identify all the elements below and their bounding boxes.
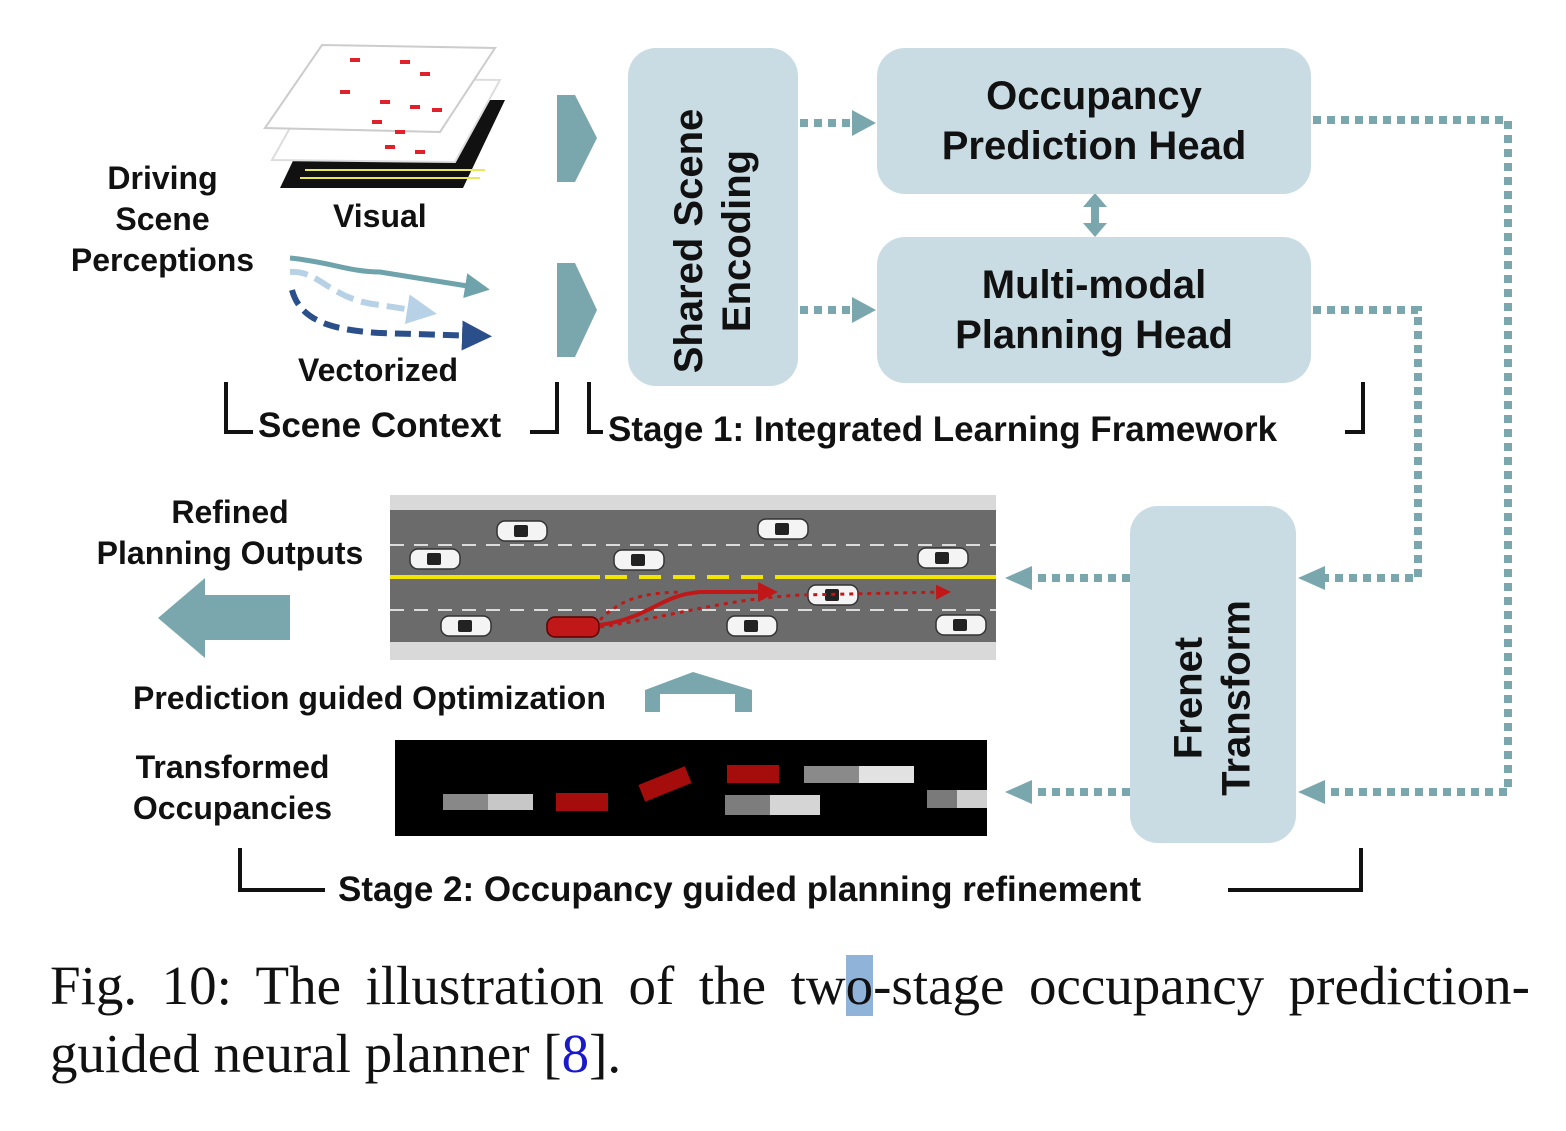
refined-planning-outputs-label: Refined Planning Outputs <box>85 492 375 574</box>
refined-line2: Planning Outputs <box>96 535 364 571</box>
dsp-line2: Scene <box>115 201 210 237</box>
stage2-bracket <box>238 848 1363 892</box>
dsp-line3: Perceptions <box>70 242 255 278</box>
caption-highlight: o <box>845 955 874 1016</box>
citation-link[interactable]: 8 <box>561 1023 590 1084</box>
transformed-occupancies-label: Transformed Occupancies <box>110 747 355 829</box>
shared-encoding-line2: Encoding <box>715 149 759 333</box>
occupancy-to-frenet-connector <box>1313 116 1512 796</box>
planning-head-line1: Multi-modal <box>981 263 1207 307</box>
vectorized-perception-illustration <box>289 255 492 351</box>
visual-perception-illustration <box>263 43 505 188</box>
shared-encoding-line1: Shared Scene <box>667 108 711 374</box>
ego-vehicle <box>546 616 600 638</box>
vectorized-input-arrow <box>557 263 597 357</box>
figure-caption: Fig. 10: The illustration of the two-sta… <box>50 952 1530 1088</box>
occupancy-head-line2: Prediction Head <box>941 124 1247 168</box>
prediction-guided-optimization-label: Prediction guided Optimization <box>133 680 606 716</box>
occupancy-prediction-head-box: Occupancy Prediction Head <box>877 48 1311 194</box>
stage1-label: Stage 1: Integrated Learning Framework <box>608 410 1278 449</box>
caption-middle: -stage occupancy prediction-guided neura… <box>50 955 1530 1084</box>
frenet-line2: Transform <box>1214 600 1259 796</box>
refined-line1: Refined <box>171 494 289 530</box>
shared-scene-encoding-box: Shared Scene Encoding <box>628 48 798 386</box>
scene-context-bracket <box>224 382 559 434</box>
prediction-guided-arrow <box>645 672 752 712</box>
scene-context-label: Scene Context <box>258 406 502 445</box>
visual-input-arrow <box>557 95 597 182</box>
vectorized-label: Vectorized <box>298 352 459 388</box>
caption-suffix: ]. <box>589 1023 622 1084</box>
stage1-bracket <box>587 382 1365 434</box>
frenet-transform-box: Frenet Transform <box>1130 506 1296 843</box>
road-scene <box>390 495 996 660</box>
frenet-line1: Frenet <box>1166 636 1211 760</box>
transformed-line1: Transformed <box>135 749 330 785</box>
caption-prefix: Fig. 10: The illustration of the tw <box>50 955 846 1016</box>
dsp-line1: Driving <box>107 160 218 196</box>
transformed-line2: Occupancies <box>132 790 333 826</box>
refined-output-arrow <box>158 578 290 658</box>
multimodal-planning-head-box: Multi-modal Planning Head <box>877 237 1311 383</box>
stage2-label: Stage 2: Occupancy guided planning refin… <box>338 870 1142 909</box>
driving-scene-perceptions-label: Driving Scene Perceptions <box>60 158 265 281</box>
occupancy-panel <box>395 740 987 836</box>
planning-to-frenet-connector <box>1313 306 1422 582</box>
heads-bidirectional-arrow <box>1083 193 1107 237</box>
planning-head-line2: Planning Head <box>955 313 1233 357</box>
occupancy-head-line1: Occupancy <box>986 74 1202 118</box>
visual-label: Visual <box>333 198 427 234</box>
